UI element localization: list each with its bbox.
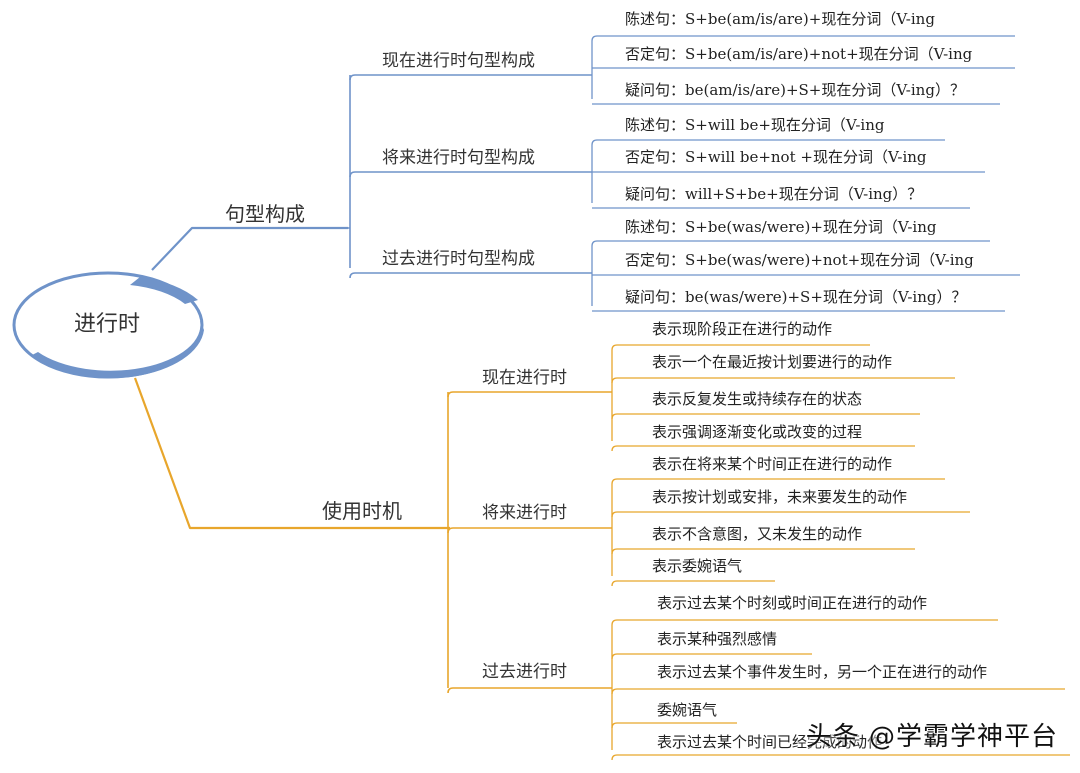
usage-leaf-underline bbox=[611, 445, 915, 452]
usage-leaf: 表示过去某个事件发生时，另一个正在进行的动作 bbox=[657, 663, 988, 681]
usage-leaf-underline bbox=[611, 688, 1065, 695]
usage-leaf-underline bbox=[611, 722, 737, 729]
usage-group-present: 现在进行时 bbox=[482, 368, 567, 388]
usage-leaf-underline bbox=[611, 413, 920, 420]
structure-leaf: 否定句：S+be(was/were)+not+现在分词（V-ing bbox=[625, 251, 974, 269]
usage-group-future: 将来进行时 bbox=[482, 503, 567, 523]
usage-leaf: 表示过去某个时刻或时间正在进行的动作 bbox=[657, 594, 928, 612]
usage-leaf: 委婉语气 bbox=[657, 701, 718, 719]
structure-leaf: 疑问句：will+S+be+现在分词（V-ing）？ bbox=[625, 185, 923, 203]
watermark: 头条 @学霸学神平台 bbox=[805, 722, 1058, 752]
structure-group-underline bbox=[349, 74, 592, 81]
usage-leaf-underline bbox=[611, 653, 812, 660]
usage-leaf: 表示按计划或安排，未来要发生的动作 bbox=[652, 488, 908, 506]
branch-usage: 使用时机 bbox=[322, 499, 402, 523]
usage-leaf-underline bbox=[611, 619, 998, 626]
usage-leaf-underline bbox=[611, 478, 945, 485]
structure-group-past: 过去进行时句型构成 bbox=[382, 249, 535, 269]
usage-leaf-underline bbox=[611, 754, 1070, 761]
usage-leaf-underline bbox=[611, 548, 915, 555]
usage-leaf-underline bbox=[611, 511, 970, 518]
usage-group-past: 过去进行时 bbox=[482, 662, 567, 682]
usage-leaf: 表示委婉语气 bbox=[652, 557, 743, 575]
structure-leaf: 否定句：S+will be+not +现在分词（V-ing bbox=[625, 148, 927, 166]
structure-spine bbox=[348, 75, 351, 268]
structure-leaf: 陈述句：S+will be+现在分词（V-ing bbox=[625, 116, 885, 134]
usage-leaf: 表示强调逐渐变化或改变的过程 bbox=[652, 423, 863, 441]
usage-leaf: 表示某种强烈感情 bbox=[657, 630, 778, 648]
usage-leaf: 表示一个在最近按计划要进行的动作 bbox=[652, 353, 893, 371]
usage-leaf: 表示反复发生或持续存在的状态 bbox=[652, 390, 863, 408]
usage-leaf: 表示在将来某个时间正在进行的动作 bbox=[652, 455, 893, 473]
usage-leaf-underline bbox=[611, 377, 955, 384]
usage-leaf-underline bbox=[611, 344, 870, 351]
structure-leaf-underline bbox=[591, 35, 1015, 42]
usage-leaf: 表示过去某个时间已经完成的动作 bbox=[657, 733, 883, 751]
usage-leaf-underline bbox=[611, 580, 775, 587]
usage-leaf: 表示现阶段正在进行的动作 bbox=[652, 320, 833, 338]
usage-group-underline bbox=[447, 687, 612, 694]
structure-group-future: 将来进行时句型构成 bbox=[382, 148, 535, 168]
structure-group-present: 现在进行时句型构成 bbox=[382, 51, 535, 71]
usage-leaf: 表示不含意图，又未发生的动作 bbox=[652, 525, 863, 543]
structure-leaf: 疑问句：be(am/is/are)+S+现在分词（V-ing）？ bbox=[625, 81, 965, 99]
root-to-structure-link bbox=[151, 226, 348, 271]
root-node: 进行时 bbox=[74, 312, 141, 337]
structure-leaf: 陈述句：S+be(was/were)+现在分词（V-ing bbox=[625, 218, 937, 236]
usage-group-underline bbox=[447, 391, 612, 398]
structure-leaf: 陈述句：S+be(am/is/are)+现在分词（V-ing bbox=[625, 10, 935, 28]
root-ring bbox=[12, 271, 204, 379]
branch-structure: 句型构成 bbox=[225, 202, 305, 226]
root-to-usage-link bbox=[133, 377, 450, 530]
structure-leaf-underline bbox=[591, 240, 990, 247]
structure-leaf: 疑问句：be(was/were)+S+现在分词（V-ing）？ bbox=[625, 288, 967, 306]
structure-leaf-underline bbox=[591, 139, 945, 146]
structure-group-underline bbox=[349, 272, 592, 279]
structure-leaf: 否定句：S+be(am/is/are)+not+现在分词（V-ing bbox=[625, 45, 973, 63]
usage-group-underline bbox=[447, 527, 612, 534]
structure-group-underline bbox=[349, 171, 592, 178]
